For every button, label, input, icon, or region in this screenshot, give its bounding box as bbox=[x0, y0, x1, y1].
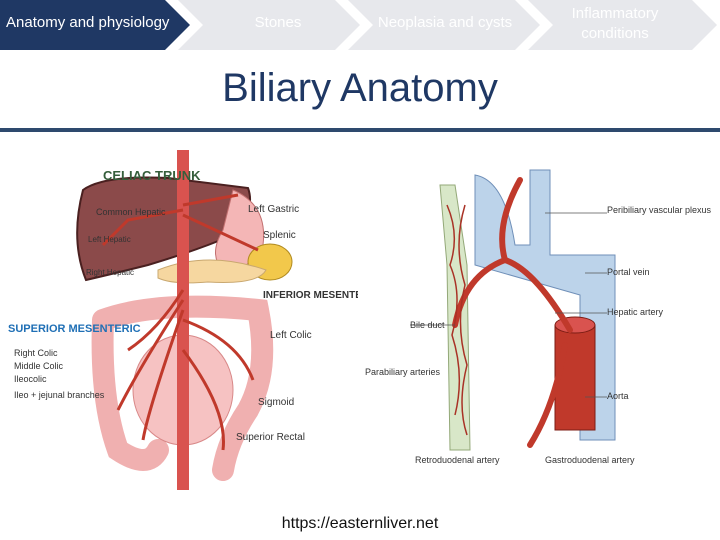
label-splenic: Splenic bbox=[263, 230, 296, 241]
page-title: Biliary Anatomy bbox=[0, 66, 720, 111]
mesenteric-anatomy-illustration: CELIAC TRUNK Common Hepatic Left Hepatic… bbox=[8, 150, 358, 490]
label-right-colic: Right Colic bbox=[14, 348, 58, 358]
label-left-hepatic: Left Hepatic bbox=[88, 235, 131, 244]
peribiliary-plexus-illustration: Peribiliary vascular plexus Portal vein … bbox=[355, 165, 715, 485]
label-bile-duct: Bile duct bbox=[410, 320, 445, 330]
label-common-hepatic: Common Hepatic bbox=[96, 207, 166, 217]
label-inferior-mesenteric: INFERIOR MESENTERIC bbox=[263, 290, 358, 301]
source-caption[interactable]: https://easternliver.net bbox=[0, 515, 720, 533]
label-left-gastric: Left Gastric bbox=[248, 204, 299, 215]
label-celiac: CELIAC TRUNK bbox=[103, 168, 201, 183]
label-ileocolic: Ileocolic bbox=[14, 374, 47, 384]
tab-neoplasia-label[interactable]: Neoplasia and cysts bbox=[360, 14, 530, 31]
label-middle-colic: Middle Colic bbox=[14, 361, 64, 371]
label-portal-vein: Portal vein bbox=[607, 267, 650, 277]
label-sigmoid: Sigmoid bbox=[258, 397, 294, 408]
label-superior-mesenteric: SUPERIOR MESENTERIC bbox=[8, 323, 141, 335]
label-peribiliary: Peribiliary vascular plexus bbox=[607, 205, 712, 215]
label-right-hepatic: Right Hepatic bbox=[86, 268, 134, 277]
tab-inflammatory-label[interactable]: Inflammatory conditions bbox=[545, 4, 685, 44]
hepatic-arteries bbox=[455, 180, 570, 445]
label-superior-rectal: Superior Rectal bbox=[236, 432, 305, 443]
title-divider bbox=[0, 128, 720, 132]
tab-anatomy-label[interactable]: Anatomy and physiology bbox=[6, 14, 186, 31]
tab-stones-label[interactable]: Stones bbox=[222, 14, 334, 31]
label-aorta: Aorta bbox=[607, 391, 629, 401]
label-left-colic: Left Colic bbox=[270, 330, 312, 341]
label-parabiliary: Parabiliary arteries bbox=[365, 367, 441, 377]
label-retroduodenal: Retroduodenal artery bbox=[415, 455, 500, 465]
label-gastroduodenal: Gastroduodenal artery bbox=[545, 455, 635, 465]
label-ileo-jejunal: Ileo + jejunal branches bbox=[14, 390, 105, 400]
nav-bar: Anatomy and physiology Stones Neoplasia … bbox=[0, 0, 720, 50]
label-hepatic-artery: Hepatic artery bbox=[607, 307, 664, 317]
